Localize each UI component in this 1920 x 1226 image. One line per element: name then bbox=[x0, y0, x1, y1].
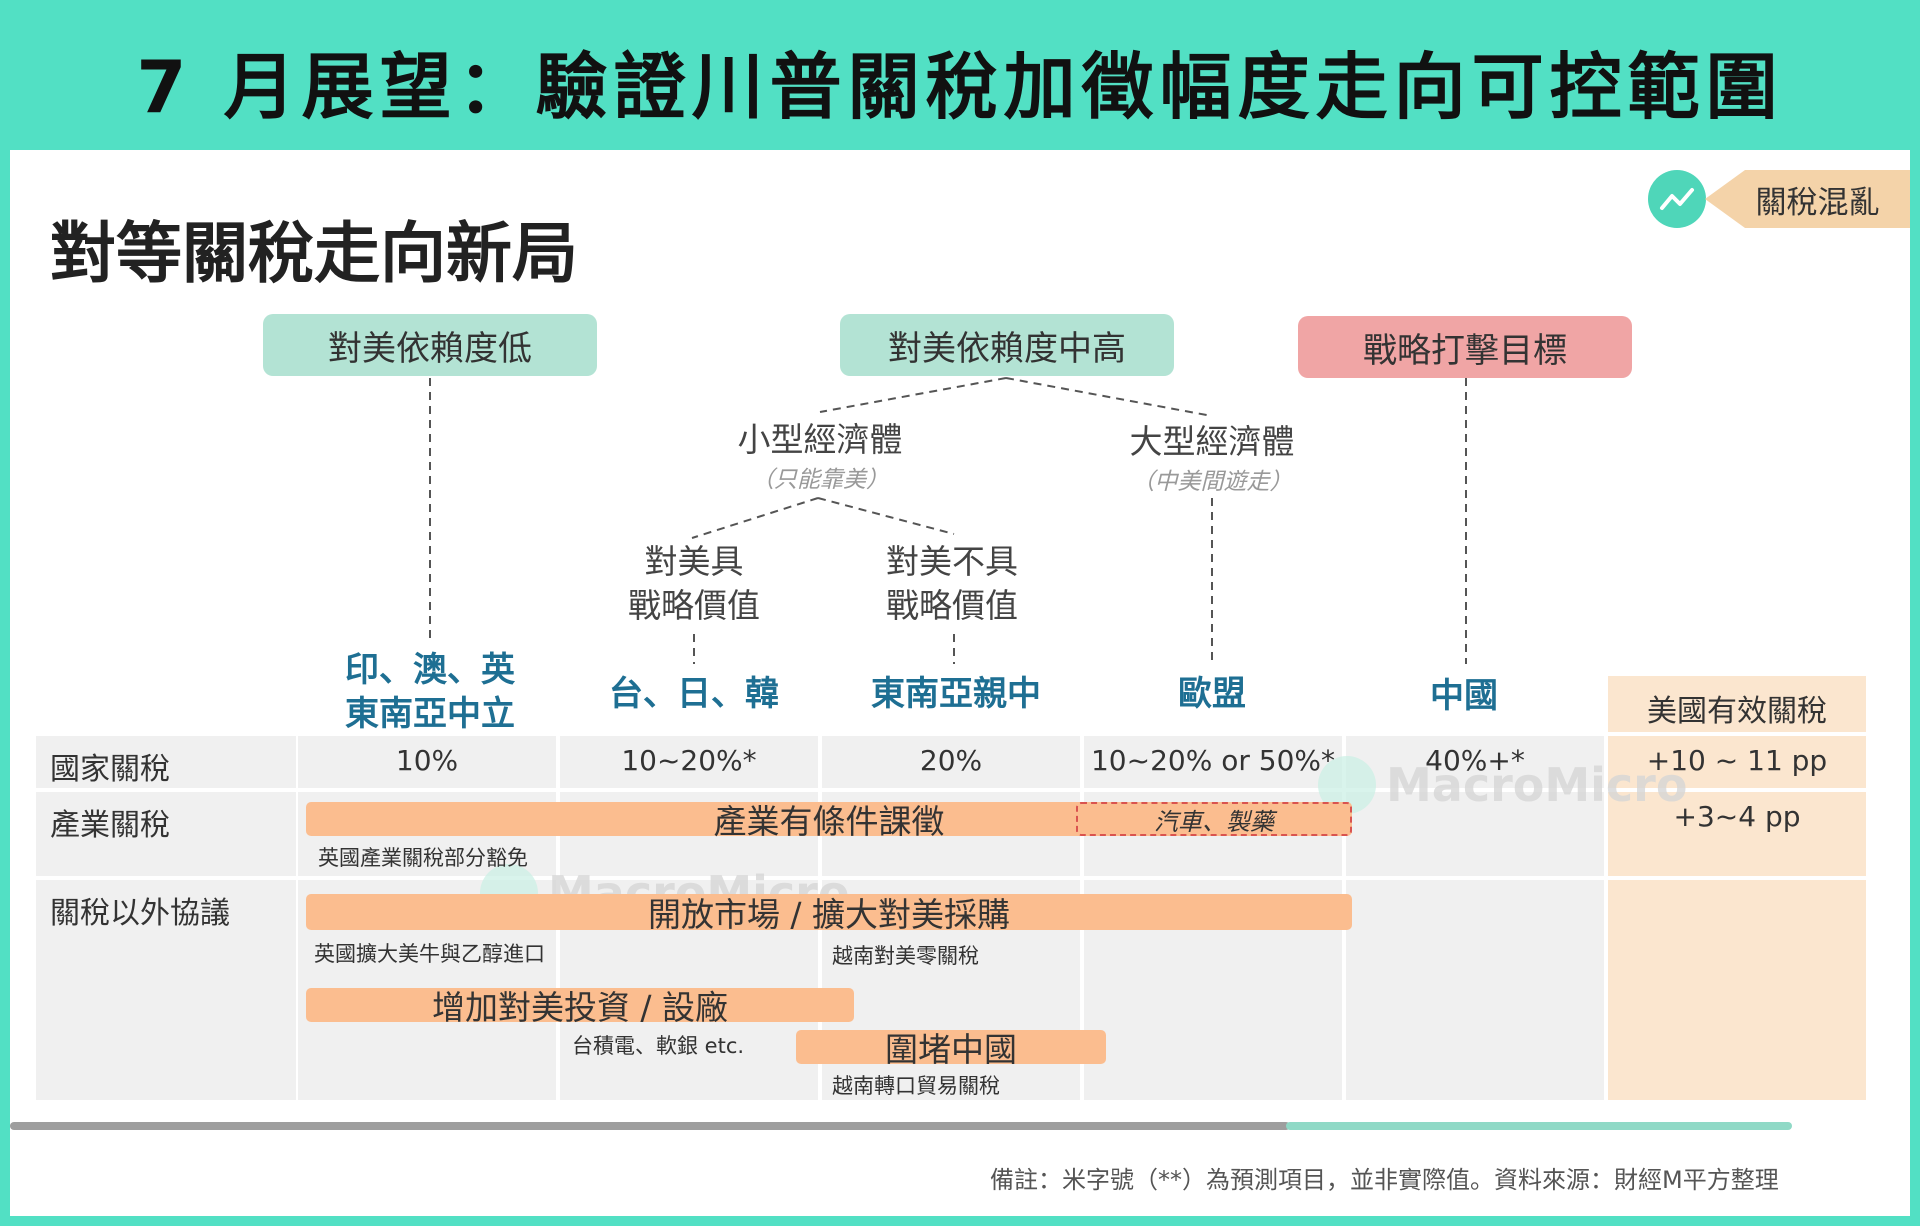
node-no-strategic-value-line1: 對美不具 bbox=[886, 542, 1018, 581]
national-tariff-value: 10% bbox=[395, 744, 459, 777]
node-large-economy: 大型經濟體 bbox=[1129, 422, 1295, 461]
node-large-economy-sub: （中美間遊走） bbox=[1131, 469, 1293, 495]
country-group-5: 中國 bbox=[1430, 676, 1498, 716]
table-cell bbox=[1346, 736, 1604, 788]
row-label-industry-tariff: 產業關稅 bbox=[50, 808, 170, 843]
topic-badge: 關稅混亂 bbox=[1705, 170, 1910, 228]
us-column-cell bbox=[1608, 792, 1866, 876]
open-market-bar: 開放市場 / 擴大對美採購 bbox=[306, 894, 1352, 934]
row-label-national-tariff: 國家關稅 bbox=[50, 752, 170, 787]
note-uk-exemption: 英國產業關稅部分豁免 bbox=[318, 846, 528, 870]
footnote: 備註：米字號（**）為預測項目，並非實際值。資料來源：財經M平方整理 bbox=[990, 1166, 1779, 1194]
national-tariff-value: 20% bbox=[919, 744, 983, 777]
country-group-2: 台、日、韓 bbox=[609, 674, 779, 714]
node-small-economy: 小型經濟體 bbox=[737, 420, 903, 459]
us-column-cell bbox=[1608, 736, 1866, 788]
auto-pharma-tag: 汽車、製藥 bbox=[1076, 802, 1352, 836]
node-no-strategic-value-line2: 戰略價值 bbox=[886, 586, 1018, 625]
country-group-3: 東南亞親中 bbox=[871, 674, 1041, 714]
macromicro-logo-icon bbox=[1648, 170, 1706, 228]
table-cell bbox=[1084, 736, 1342, 788]
table-cell bbox=[36, 792, 296, 876]
country-group-1: 印、澳、英 東南亞中立 bbox=[300, 648, 560, 736]
us-column-cell bbox=[1608, 880, 1866, 1100]
national-tariff-value: 10~20%* bbox=[621, 744, 757, 777]
note-tsmc-softbank: 台積電、軟銀 etc. bbox=[572, 1034, 745, 1058]
country-group-1-line1: 印、澳、英 bbox=[345, 650, 515, 690]
table-cell bbox=[36, 736, 296, 788]
node-no-strategic-value: 對美不具 戰略價值 bbox=[852, 540, 1052, 628]
note-vietnam-zero-tariff: 越南對美零關稅 bbox=[832, 944, 979, 968]
invest-build-bar: 增加對美投資 / 設廠 bbox=[306, 988, 854, 1027]
section-title: 對等關稅走向新局 bbox=[50, 215, 578, 292]
category-low-dependence: 對美依賴度低 bbox=[263, 314, 597, 376]
watermark-text: MacroMicro bbox=[1386, 758, 1688, 812]
category-strategic-target: 戰略打擊目標 bbox=[1298, 316, 1632, 378]
node-small-economy-sub: （只能靠美） bbox=[751, 467, 889, 493]
table-cell bbox=[822, 736, 1080, 788]
us-national-tariff-value: +10 ~ 11 pp bbox=[1646, 744, 1828, 777]
table-cell bbox=[36, 880, 296, 1100]
us-column-header-cell bbox=[1608, 676, 1866, 732]
note-vietnam-transshipment: 越南轉口貿易關稅 bbox=[832, 1074, 1000, 1098]
table-cell bbox=[1346, 792, 1604, 876]
node-has-strategic-value-line1: 對美具 bbox=[644, 542, 744, 581]
divider-line bbox=[10, 1122, 1290, 1130]
table-cell bbox=[298, 736, 556, 788]
row-label-other-agreements: 關稅以外協議 bbox=[50, 896, 230, 931]
table-cell bbox=[1346, 880, 1604, 1100]
header-title: 7 月展望：驗證川普關稅加徵幅度走向可控範圍 bbox=[136, 45, 1784, 129]
table-cell bbox=[560, 736, 818, 788]
country-group-1-line2: 東南亞中立 bbox=[345, 694, 515, 734]
node-has-strategic-value: 對美具 戰略價值 bbox=[594, 540, 794, 628]
national-tariff-value: 10~20% or 50%* bbox=[1090, 744, 1335, 777]
divider-line-accent bbox=[1286, 1122, 1792, 1130]
note-uk-beef-ethanol: 英國擴大美牛與乙醇進口 bbox=[314, 942, 545, 966]
node-has-strategic-value-line2: 戰略價值 bbox=[628, 586, 760, 625]
category-mid-high-dependence: 對美依賴度中高 bbox=[840, 314, 1174, 376]
us-industry-tariff-value: +3~4 pp bbox=[1673, 800, 1801, 833]
contain-china-bar: 圍堵中國 bbox=[796, 1030, 1106, 1069]
national-tariff-value: 40%+* bbox=[1425, 744, 1525, 777]
country-group-4: 歐盟 bbox=[1178, 674, 1246, 714]
us-column-header: 美國有效關稅 bbox=[1647, 694, 1827, 729]
